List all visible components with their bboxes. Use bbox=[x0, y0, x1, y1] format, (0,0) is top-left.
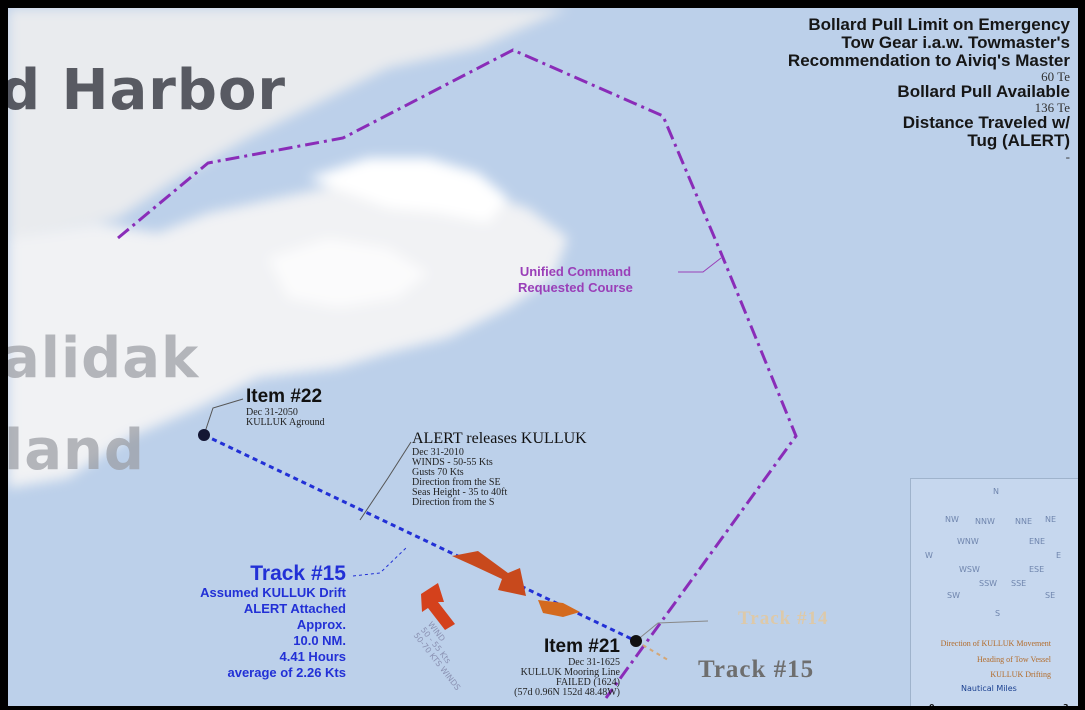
track14-label: Track #14 bbox=[738, 608, 829, 629]
item21-coords: (57d 0.96N 152d 48.48W) bbox=[514, 687, 620, 698]
map-frame: d Harbor alidak land Bollard Pull Limit … bbox=[8, 8, 1078, 706]
unified-command-course bbox=[117, 48, 798, 699]
track15-line: ALERT Attached bbox=[243, 601, 346, 616]
compass-label-sse: SSE bbox=[1011, 579, 1027, 588]
legend-row-tow: Heading of Tow Vessel bbox=[976, 655, 1051, 664]
compass-label-ssw: SSW bbox=[979, 579, 998, 588]
item21-position-dot bbox=[630, 635, 642, 647]
bollard-available-label: Bollard Pull Available bbox=[897, 82, 1070, 101]
land-ridge bbox=[268, 238, 428, 308]
header-line3: Recommendation to Aiviq's Master bbox=[787, 51, 1070, 70]
compass-label-e: E bbox=[1056, 551, 1062, 560]
item22-label: Item #22 Dec 31-2050 KULLUK Aground bbox=[246, 386, 325, 428]
track15-line: Approx. bbox=[296, 617, 346, 632]
land-mainland-north bbox=[8, 8, 568, 238]
alert-leader-line bbox=[359, 441, 412, 521]
land-peak bbox=[308, 158, 508, 223]
track15-line: average of 2.26 Kts bbox=[227, 665, 346, 680]
compass-label-wsw: WSW bbox=[959, 565, 980, 574]
header-line1: Bollard Pull Limit on Emergency bbox=[808, 15, 1070, 34]
track15-line: 4.41 Hours bbox=[279, 649, 346, 664]
distance-value: - bbox=[1065, 149, 1070, 164]
bollard-limit-value: 60 Te bbox=[1041, 69, 1070, 84]
distance-line1: Distance Traveled w/ bbox=[902, 113, 1070, 132]
scale-min-label: 0 bbox=[929, 703, 935, 706]
alert-release-line: Gusts 70 Kts bbox=[412, 467, 464, 478]
item22-position-dot bbox=[198, 429, 210, 441]
track15-leader-line bbox=[352, 547, 407, 577]
distance-line2: Tug (ALERT) bbox=[967, 131, 1070, 150]
legend-box: N NNE NE ENE E ESE SE SSE S SSW SW WSW W… bbox=[910, 478, 1078, 706]
compass-label-ese: ESE bbox=[1029, 565, 1045, 574]
land-masses bbox=[8, 8, 568, 488]
header-line2: Tow Gear i.a.w. Towmaster's bbox=[841, 33, 1070, 52]
tow-heading-arrow bbox=[538, 600, 580, 617]
legend-row-kulluk: Direction of KULLUK Movement bbox=[940, 639, 1051, 648]
item22-title: Item #22 bbox=[246, 386, 323, 407]
track15-title: Track #15 bbox=[250, 562, 346, 585]
track15-line: Assumed KULLUK Drift bbox=[200, 585, 346, 600]
land-island bbox=[8, 178, 568, 488]
scale-max-label: 3 bbox=[1063, 703, 1069, 706]
alert-release-line: Direction from the SE bbox=[412, 477, 501, 488]
bollard-available-value: 136 Te bbox=[1034, 100, 1070, 115]
track14-line bbox=[635, 640, 669, 661]
compass-label-sw: SW bbox=[947, 591, 960, 600]
item22-leader-line bbox=[203, 398, 244, 436]
compass-label-wnw: WNW bbox=[957, 537, 979, 546]
track15-map-label: Track #15 bbox=[698, 656, 815, 683]
compass-label-ne: NE bbox=[1045, 515, 1057, 524]
compass-label-nne: NNE bbox=[1015, 517, 1033, 526]
track15-drift-label: Track #15 Assumed KULLUK Drift ALERT Att… bbox=[158, 563, 346, 681]
alert-release-title: ALERT releases KULLUK bbox=[412, 430, 587, 447]
compass-label-nw: NW bbox=[945, 515, 959, 524]
compass-label-se: SE bbox=[1045, 591, 1056, 600]
scale-title: Nautical Miles bbox=[961, 684, 1017, 693]
item22-time: Dec 31-2050 bbox=[246, 407, 298, 418]
legend-row-drift: KULLUK Drifting bbox=[990, 670, 1051, 679]
item21-desc2: FAILED (1624) bbox=[556, 677, 620, 688]
compass-label-s: S bbox=[995, 609, 1001, 618]
item22-desc: KULLUK Aground bbox=[246, 417, 325, 428]
harbor-place-label: d Harbor bbox=[8, 58, 287, 123]
alert-release-line: WINDS - 50-55 Kts bbox=[412, 457, 493, 468]
uc-leader-line bbox=[678, 257, 722, 273]
uc-line1: Unified Command bbox=[519, 264, 632, 279]
item21-label: Item #21 Dec 31-1625 KULLUK Mooring Line… bbox=[454, 636, 620, 698]
alert-release-line: Dec 31-2010 bbox=[412, 447, 464, 458]
uc-line2: Requested Course bbox=[518, 280, 633, 295]
compass-label-nnw: NNW bbox=[975, 517, 995, 526]
bollard-pull-header: Bollard Pull Limit on Emergency Tow Gear… bbox=[787, 15, 1070, 164]
compass-label-w: W bbox=[925, 551, 933, 560]
alert-release-label: ALERT releases KULLUK Dec 31-2010 WINDS … bbox=[412, 430, 587, 508]
island-place-label: land bbox=[8, 418, 145, 483]
wind-arrow bbox=[421, 583, 455, 630]
item21-time: Dec 31-1625 bbox=[568, 657, 620, 668]
alert-release-line: Direction from the S bbox=[412, 497, 495, 508]
compass-label-n: N bbox=[993, 487, 999, 496]
kodiak-place-label: alidak bbox=[8, 326, 200, 391]
kulluk-movement-arrow bbox=[452, 551, 526, 596]
unified-command-label: Unified Command Requested Course bbox=[518, 264, 633, 296]
alert-release-line: Seas Height - 35 to 40ft bbox=[412, 487, 508, 498]
item21-leader-line bbox=[635, 620, 709, 642]
item21-desc1: KULLUK Mooring Line bbox=[520, 667, 620, 678]
track15-line: 10.0 NM. bbox=[293, 633, 346, 648]
compass-label-ene: ENE bbox=[1029, 537, 1046, 546]
item21-title: Item #21 bbox=[543, 636, 620, 657]
